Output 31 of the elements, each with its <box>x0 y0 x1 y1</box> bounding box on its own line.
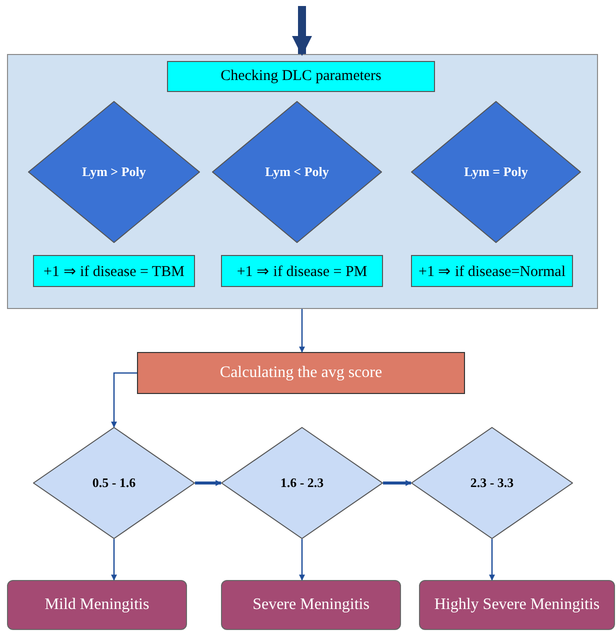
result-box <box>419 580 615 630</box>
node-label: Highly Severe Meningitis <box>434 596 600 614</box>
arrow <box>292 6 312 56</box>
arrow <box>489 539 495 581</box>
node-label: Mild Meningitis <box>44 596 150 614</box>
arrow <box>195 480 222 486</box>
node-label: Checking DLC parameters <box>220 68 382 85</box>
node-label: Severe Meningitis <box>252 596 370 614</box>
process-box <box>137 352 465 394</box>
process-box <box>33 255 195 287</box>
result-box <box>7 580 187 630</box>
node-label: Lym > Poly <box>82 164 146 180</box>
node-label: 2.3 - 3.3 <box>470 475 514 491</box>
result-box <box>221 580 401 630</box>
arrow <box>299 539 305 581</box>
node-label: Lym = Poly <box>464 164 528 180</box>
arrow <box>383 480 412 486</box>
process-box <box>221 255 383 287</box>
arrow <box>111 372 137 428</box>
node-label: +1 ⇒ if disease = PM <box>236 262 368 280</box>
arrow <box>299 309 305 353</box>
node-label: Lym < Poly <box>265 164 329 180</box>
group-panel <box>7 54 598 309</box>
node-label: +1 ⇒ if disease = TBM <box>44 262 184 280</box>
arrow <box>111 539 117 581</box>
node-label: Calculating the avg score <box>220 364 382 382</box>
process-box <box>411 255 573 287</box>
node-label: +1 ⇒ if disease=Normal <box>418 262 566 280</box>
process-box <box>167 61 435 92</box>
node-label: 0.5 - 1.6 <box>92 475 136 491</box>
node-label: 1.6 - 2.3 <box>280 475 324 491</box>
